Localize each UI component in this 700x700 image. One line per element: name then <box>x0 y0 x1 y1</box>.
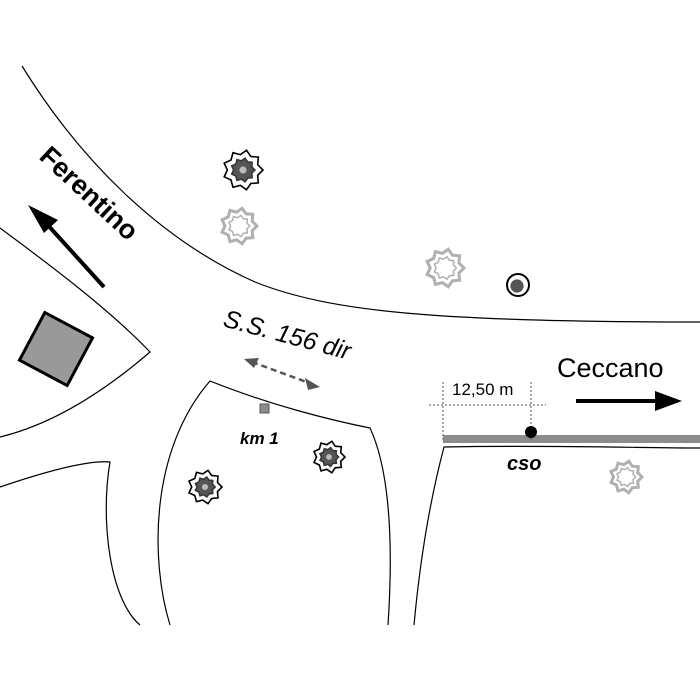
tree-symbol-icon <box>223 149 265 191</box>
site-label: cso <box>507 453 541 475</box>
road-direction-arrow-icon <box>244 358 320 390</box>
road-edge-left-upper <box>0 227 151 438</box>
km-label: km 1 <box>240 429 279 448</box>
trees-group <box>187 149 645 505</box>
tree-symbol-icon <box>220 206 260 246</box>
point-marker-icon <box>525 426 537 438</box>
road-edges <box>0 65 700 626</box>
distance-label: 12,50 m <box>452 380 513 399</box>
road-edge-left-lower <box>0 461 141 626</box>
road-edge-right-lower <box>413 445 700 626</box>
ferentino-arrow-icon <box>28 205 106 289</box>
ceccano-arrow-icon <box>576 391 682 411</box>
road-name-label: S.S. 156 dir <box>220 305 355 366</box>
ceccano-label: Ceccano <box>557 353 664 383</box>
tree-symbol-icon <box>506 273 530 297</box>
tree-symbol-icon <box>312 440 347 474</box>
tree-symbol-icon <box>187 469 224 505</box>
km-marker-icon <box>259 403 270 414</box>
tree-symbol-icon <box>425 247 467 289</box>
tree-symbol-icon <box>609 459 645 495</box>
road-edge-inner-island <box>157 380 391 626</box>
road-edge-upper <box>21 65 700 323</box>
building-square-icon <box>17 310 95 388</box>
